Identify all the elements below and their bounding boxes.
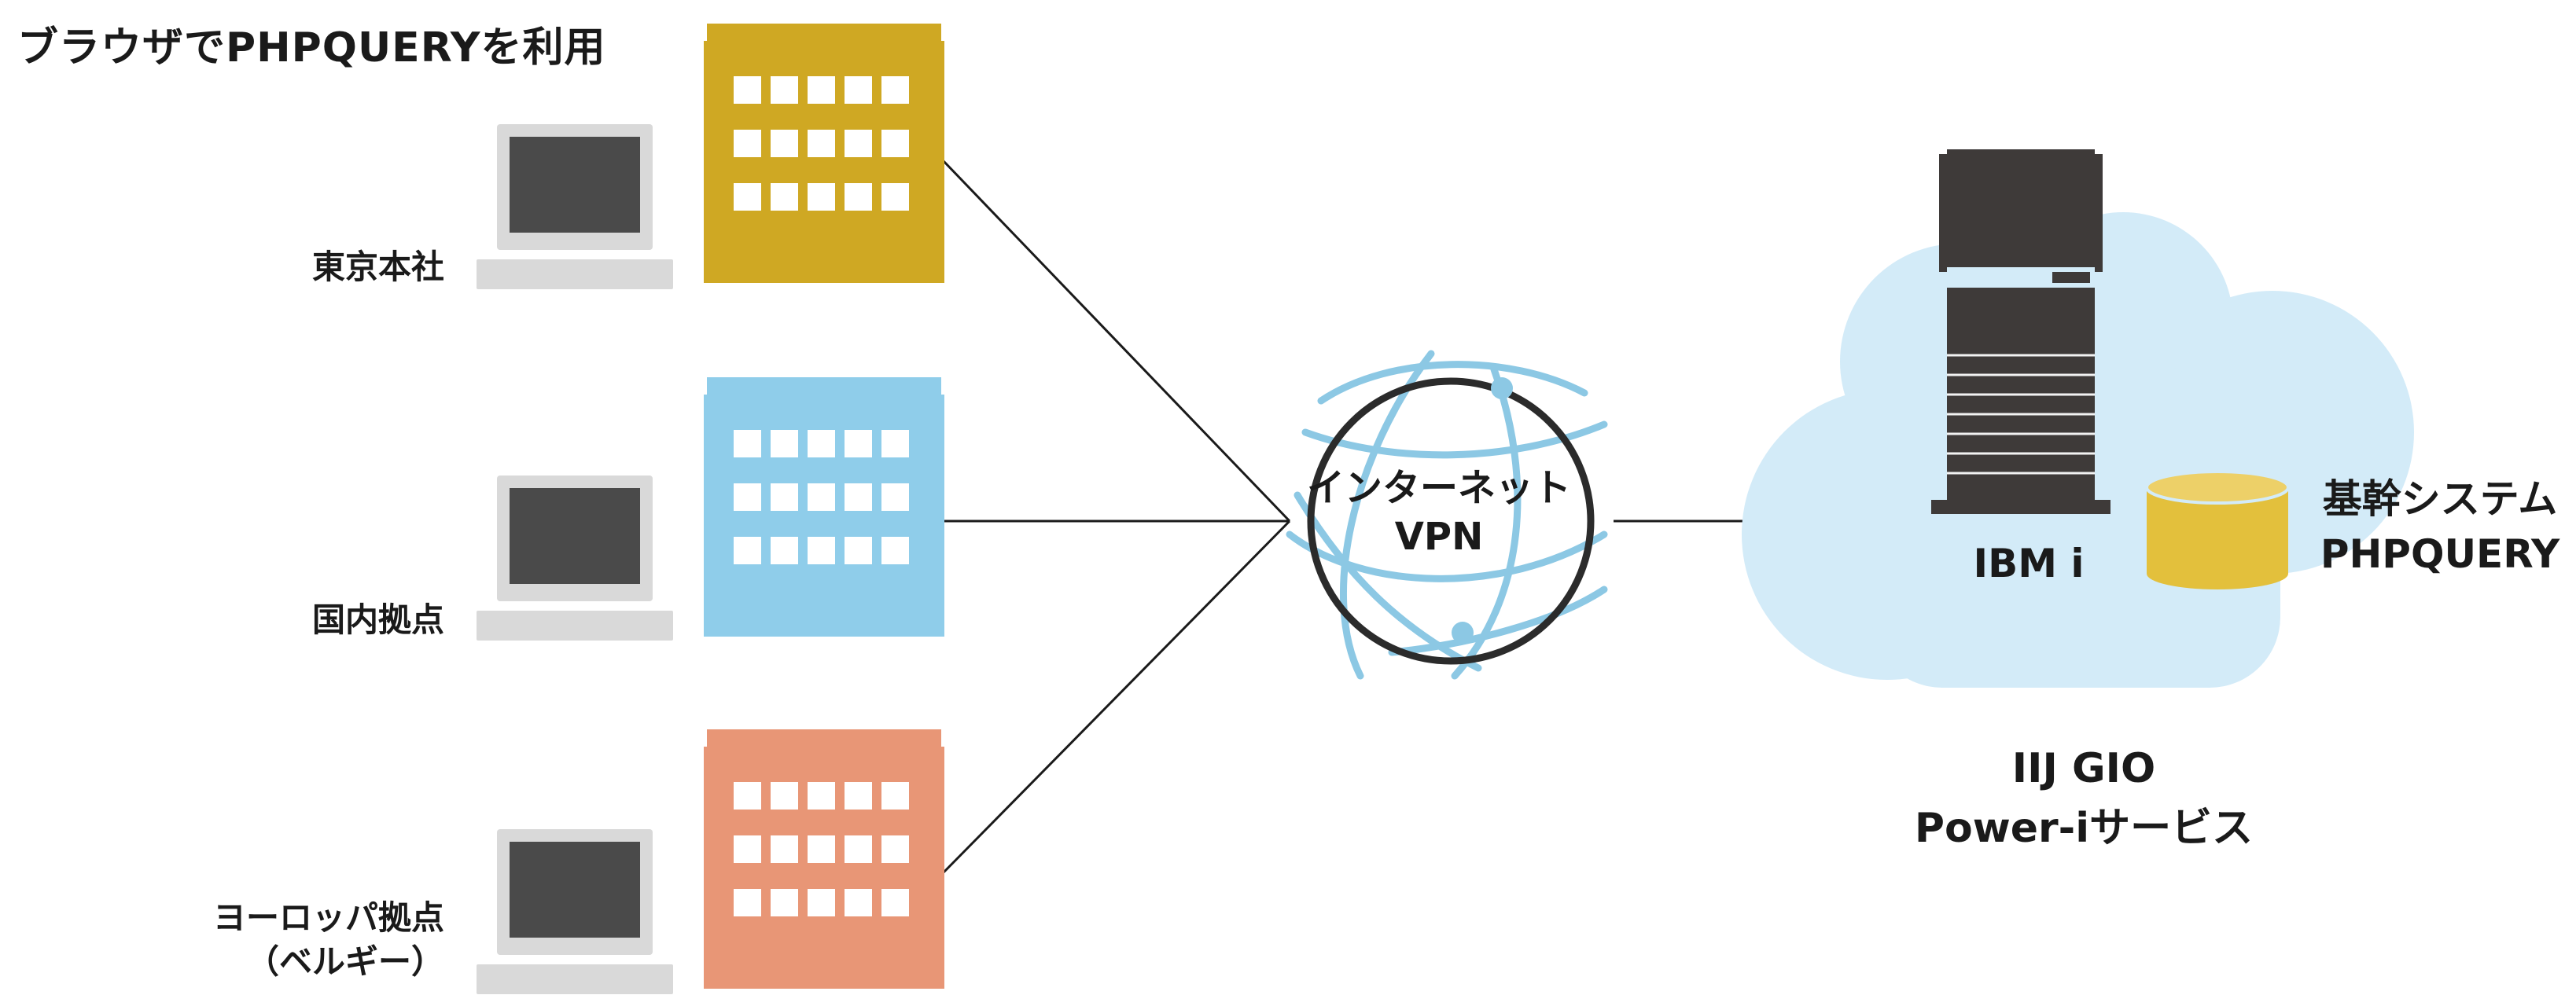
globe-icon [1286,350,1608,680]
laptop-icon [477,475,673,641]
laptop-icon [477,829,673,994]
diagram-title: ブラウザでPHPQUERYを利用 [17,24,606,72]
building-icon-tokyo [704,24,944,283]
cloud-label: IIJ GIO Power-iサービス [1871,739,2296,858]
server-icon [1931,149,2110,514]
network-label-line2: VPN [1394,515,1484,559]
site-label-europe-line2: （ベルギー） [245,942,444,981]
site-label-tokyo: 東京本社 [311,248,444,286]
link-europe [942,520,1291,874]
network-label: インターネット VPN [1290,464,1588,561]
system-label-line2: PHPQUERY [2320,531,2560,577]
laptop-icon [477,124,673,289]
building-icon-domestic [704,377,944,637]
server-label: IBM i [1973,541,2085,586]
system-label: 基幹システム PHPQUERY [2304,472,2576,582]
network-label-line1: インターネット [1306,466,1571,510]
cloud-label-line2: Power-iサービス [1914,805,2254,852]
link-tokyo [942,160,1291,523]
database-icon [2145,470,2290,589]
site-label-europe: ヨーロッパ拠点 （ベルギー） [208,896,444,984]
cloud-label-line1: IIJ GIO [2011,745,2156,792]
system-label-line1: 基幹システム [2322,476,2558,522]
building-icon-europe [704,729,944,989]
site-label-domestic: 国内拠点 [311,600,444,639]
site-label-europe-line1: ヨーロッパ拠点 [212,898,444,937]
